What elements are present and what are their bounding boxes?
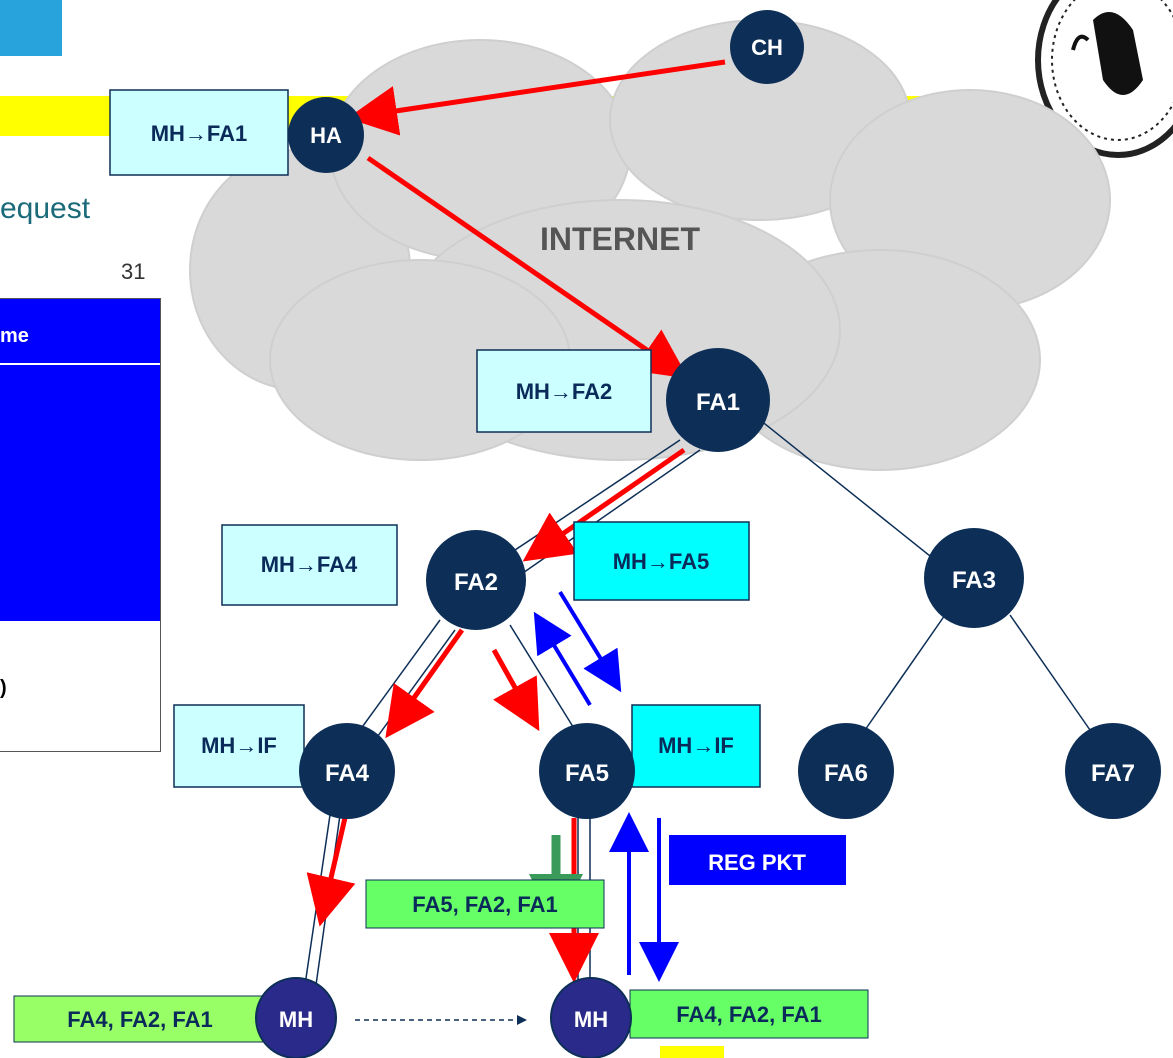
svg-text:REG PKT: REG PKT <box>708 850 806 875</box>
svg-text:MH: MH <box>574 1007 608 1032</box>
binding-box-fa2-new: MH→FA5 <box>573 521 750 601</box>
node-fa1: FA1 <box>666 348 770 452</box>
node-fa3: FA3 <box>924 528 1024 628</box>
svg-text:MH: MH <box>279 1007 313 1032</box>
slide-accent-block <box>0 0 62 56</box>
link-fa2-fa5 <box>509 624 576 731</box>
link-fa2-fa4 <box>359 619 456 741</box>
node-ha: HA <box>288 97 364 173</box>
binding-box-fa5: MH→IF <box>631 704 761 788</box>
svg-text:FA7: FA7 <box>1091 760 1135 787</box>
arrow-fa2-to-fa4 <box>385 628 465 739</box>
arrow-fa1-to-fa2 <box>522 447 686 562</box>
node-fa4: FA4 <box>299 723 395 819</box>
arrow-fa5-to-fa2-reg <box>533 611 592 707</box>
slide-title-fragment: equest <box>0 192 91 225</box>
binding-box-fa1: MH→FA2 <box>476 349 652 433</box>
node-fa5: FA5 <box>539 723 635 819</box>
node-mh-old: MH <box>255 977 337 1058</box>
arrow-fa2-to-fa5-reg <box>558 590 622 693</box>
svg-text:FA5: FA5 <box>565 760 609 787</box>
arrow-fa4-to-mh <box>306 804 356 927</box>
svg-text:FA3: FA3 <box>952 567 996 594</box>
svg-text:MH→FA5: MH→FA5 <box>613 549 710 574</box>
data-table: me ) <box>0 298 161 752</box>
link-fa1-fa3 <box>759 419 961 581</box>
node-mh-new: MH <box>550 977 632 1058</box>
binding-box-fa4: MH→IF <box>173 704 305 788</box>
svg-text:MH→FA1: MH→FA1 <box>151 121 248 146</box>
table-header-cell: me <box>0 325 29 347</box>
arrow-fa2-to-fa5 <box>491 648 540 732</box>
svg-text:FA4, FA2, FA1: FA4, FA2, FA1 <box>67 1007 213 1032</box>
svg-text:MH→IF: MH→IF <box>658 733 734 758</box>
link-fa3-fa6 <box>864 614 946 731</box>
page-number: 31 <box>121 259 146 284</box>
svg-text:MH→FA2: MH→FA2 <box>516 379 613 404</box>
binding-box-fa2-old: MH→FA4 <box>221 524 398 606</box>
node-fa6: FA6 <box>798 723 894 819</box>
table-header-row: me <box>0 299 160 365</box>
svg-text:MH→IF: MH→IF <box>201 733 277 758</box>
binding-box-ha: MH→FA1 <box>109 89 289 176</box>
highlight-mark <box>660 1046 724 1058</box>
svg-text:FA6: FA6 <box>824 760 868 787</box>
university-seal-logo <box>1035 0 1173 158</box>
registration-arrows <box>533 590 679 982</box>
table-cell-fragment: ) <box>0 677 7 699</box>
svg-text:FA4, FA2, FA1: FA4, FA2, FA1 <box>676 1002 822 1027</box>
node-ch: CH <box>730 10 804 84</box>
svg-text:MH→FA4: MH→FA4 <box>261 552 358 577</box>
svg-text:FA4: FA4 <box>325 760 370 787</box>
reg-packet-label: REG PKT <box>669 835 846 885</box>
path-box-registered: FA4, FA2, FA1 <box>629 989 869 1039</box>
table-row <box>0 429 160 493</box>
svg-text:FA5, FA2, FA1: FA5, FA2, FA1 <box>412 892 558 917</box>
table-row <box>0 491 160 559</box>
data-path-arrows <box>306 59 726 983</box>
node-fa7: FA7 <box>1065 723 1161 819</box>
arrow-ha-to-fa1 <box>366 155 689 379</box>
svg-text:CH: CH <box>751 35 783 60</box>
svg-text:FA1: FA1 <box>696 389 740 416</box>
path-box-advert: FA5, FA2, FA1 <box>365 879 605 929</box>
svg-text:HA: HA <box>310 123 342 148</box>
svg-text:FA2: FA2 <box>454 569 498 596</box>
internet-label: INTERNET <box>540 221 700 257</box>
link-fa3-fa7 <box>1009 614 1091 731</box>
node-fa2: FA2 <box>426 530 526 630</box>
table-row <box>0 557 160 623</box>
path-box-old: FA4, FA2, FA1 <box>13 995 267 1043</box>
arrow-ch-to-ha <box>347 59 726 136</box>
link-fa4-mh <box>304 814 341 986</box>
